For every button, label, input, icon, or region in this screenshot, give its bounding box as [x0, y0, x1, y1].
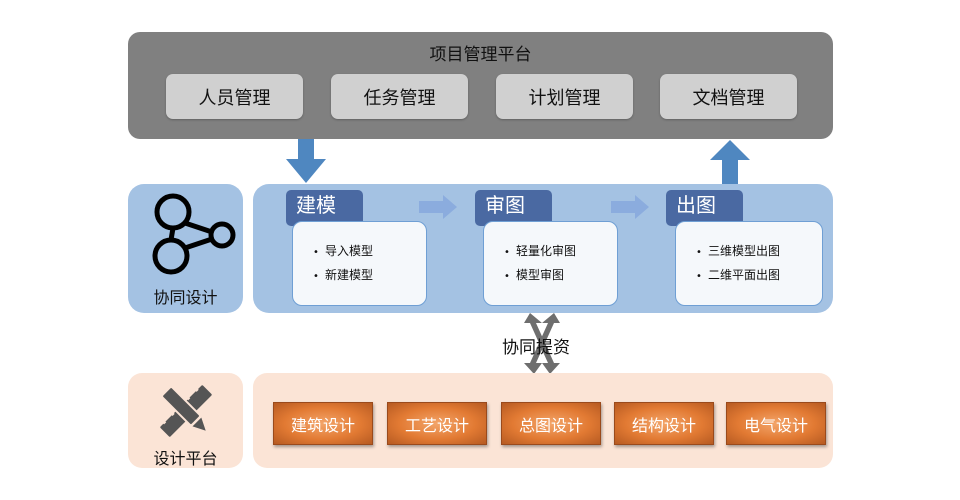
flow-arrow-icon: [419, 195, 457, 219]
up-arrow-icon: [710, 140, 750, 185]
stage-drawing-box: •三维模型出图 •二维平面出图: [675, 221, 823, 306]
stage-drawing-title[interactable]: 出图: [666, 190, 743, 226]
discipline-site-plan[interactable]: 总图设计: [501, 402, 601, 445]
stage-review-title[interactable]: 审图: [475, 190, 552, 226]
project-management-platform: 项目管理平台 人员管理 任务管理 计划管理 文档管理: [128, 32, 833, 139]
module-tasks[interactable]: 任务管理: [331, 74, 468, 119]
list-item: •轻量化审图: [504, 244, 577, 258]
collab-workflow: 建模 •导入模型 •新建模型 审图 •轻量化审图 •模型审图 出图 •三维模型出…: [253, 184, 833, 313]
discipline-electrical[interactable]: 电气设计: [726, 402, 826, 445]
module-documents[interactable]: 文档管理: [660, 74, 797, 119]
discipline-process[interactable]: 工艺设计: [387, 402, 487, 445]
design-disciplines-panel: 建筑设计 工艺设计 总图设计 结构设计 电气设计: [253, 373, 833, 468]
design-platform-panel: 设计平台: [128, 373, 243, 468]
stage-modeling-box: •导入模型 •新建模型: [292, 221, 427, 306]
collab-design-panel: 协同设计: [128, 184, 243, 313]
exchange-label: 协同提资: [502, 338, 570, 358]
down-arrow-icon: [286, 139, 326, 183]
pencil-ruler-icon: [158, 384, 212, 437]
flow-arrow-icon: [611, 195, 649, 219]
stage-review-box: •轻量化审图 •模型审图: [483, 221, 618, 306]
list-item: •三维模型出图: [696, 244, 781, 258]
discipline-structure[interactable]: 结构设计: [614, 402, 714, 445]
discipline-architecture[interactable]: 建筑设计: [273, 402, 373, 445]
design-platform-label: 设计平台: [153, 449, 218, 468]
stage-modeling-title[interactable]: 建模: [286, 190, 363, 226]
list-item: •二维平面出图: [696, 268, 781, 282]
module-personnel[interactable]: 人员管理: [166, 74, 303, 119]
crossed-bidirectional-arrows-icon: [524, 313, 560, 374]
collab-design-label: 协同设计: [153, 288, 218, 307]
project-platform-title: 项目管理平台: [429, 45, 532, 65]
module-plans[interactable]: 计划管理: [496, 74, 633, 119]
list-item: •新建模型: [313, 268, 374, 282]
share-nodes-icon: [152, 193, 236, 275]
list-item: •导入模型: [313, 244, 374, 258]
list-item: •模型审图: [504, 268, 565, 282]
